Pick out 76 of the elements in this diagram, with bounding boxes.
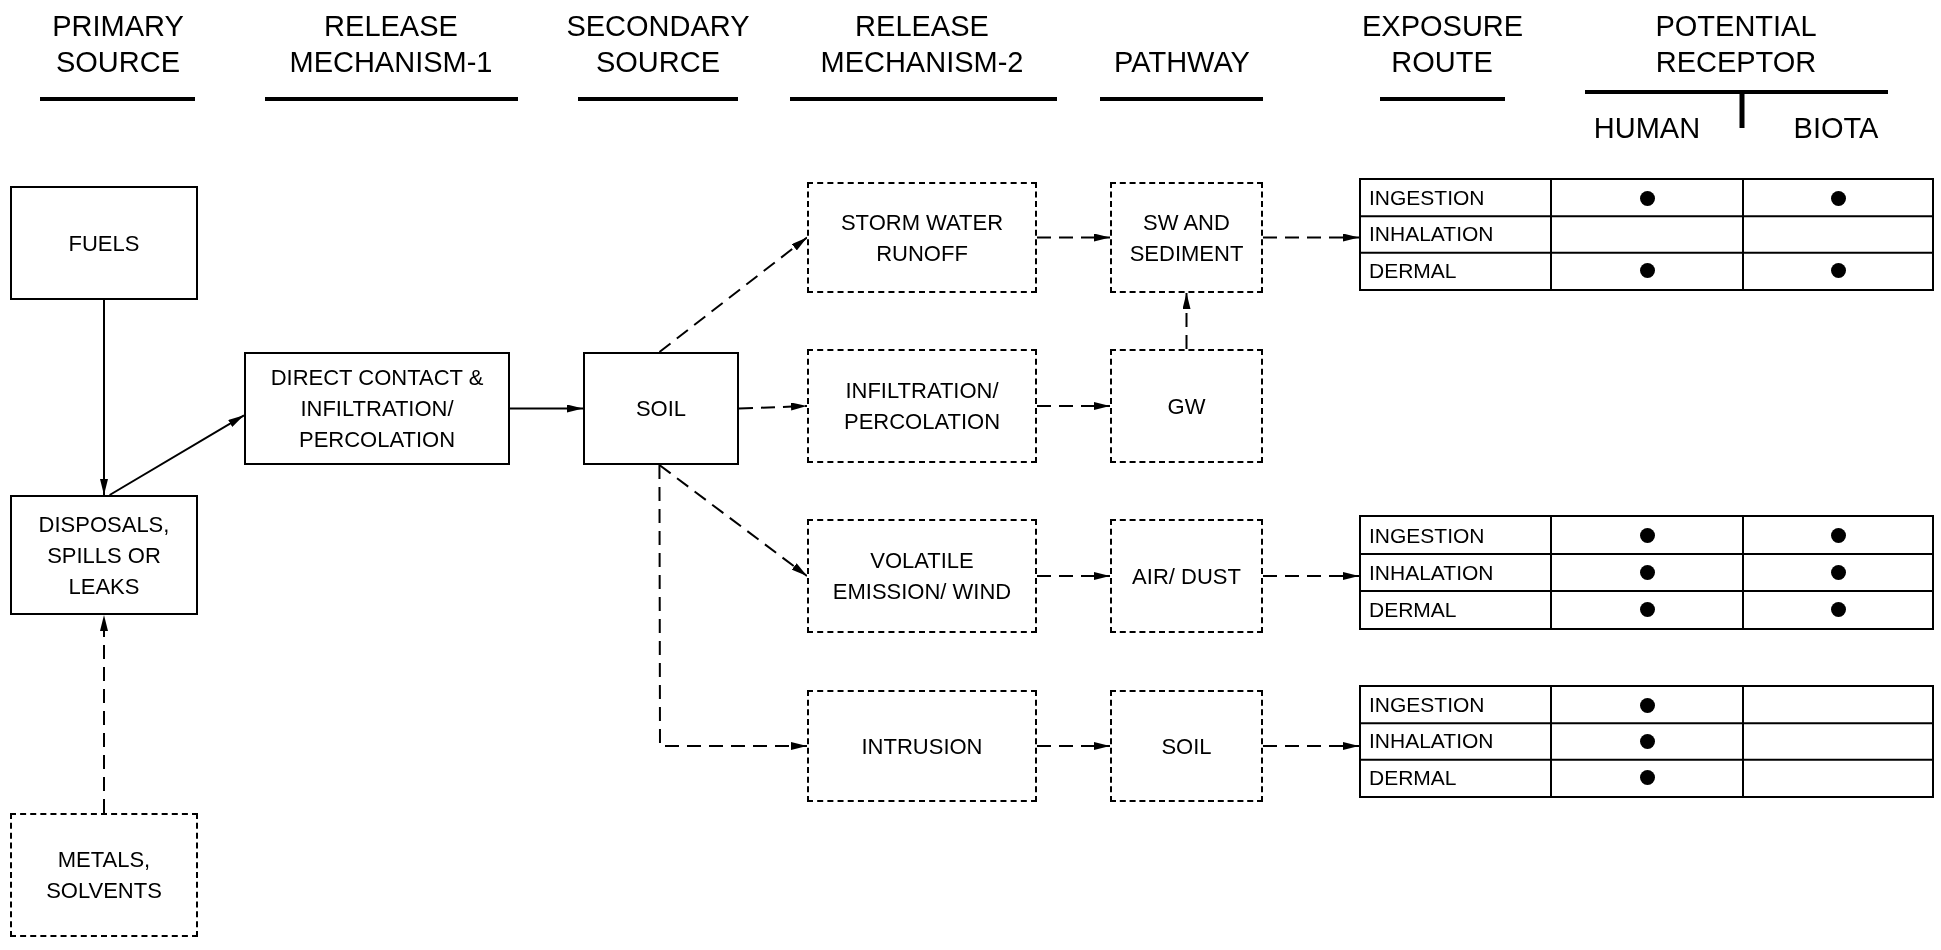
arrow	[738, 402, 808, 411]
bullet-dot	[1830, 602, 1846, 617]
process-box	[807, 349, 1037, 463]
process-box	[1110, 349, 1263, 463]
bullet-dot	[1830, 565, 1846, 580]
box-label: GW	[1167, 392, 1206, 421]
box-label: INTRUSION	[861, 732, 983, 761]
box-label: STORM WATER RUNOFF	[839, 208, 1005, 268]
box-label: INFILTRATION/ PERCOLATION	[842, 377, 1002, 436]
bullet-dot	[1830, 263, 1846, 279]
box-label: METALS, SOLVENTS	[45, 846, 163, 905]
process-box	[807, 182, 1037, 293]
arrow	[509, 404, 584, 413]
process-box	[1110, 519, 1263, 633]
arrow	[1262, 233, 1360, 242]
column-heading: SECONDARY SOURCE	[565, 9, 751, 80]
route-table	[1359, 515, 1934, 630]
process-box	[10, 813, 198, 937]
bullet-dot	[1639, 734, 1655, 749]
box-label: DISPOSALS, SPILLS OR LEAKS	[37, 510, 171, 601]
bullet-dot	[1639, 190, 1655, 206]
arrow	[100, 614, 108, 814]
route-table	[1359, 685, 1934, 798]
process-box	[10, 186, 198, 300]
process-box	[1110, 690, 1263, 802]
arrow	[1036, 233, 1111, 242]
table-cell-text: DERMAL	[1368, 257, 1458, 284]
bullet-dot	[1639, 263, 1655, 279]
arrow	[1182, 292, 1191, 350]
arrow	[658, 236, 808, 353]
box-label: AIR/ DUST	[1132, 562, 1241, 591]
column-heading: PATHWAY	[1113, 45, 1251, 80]
table-cell-text: INHALATION	[1368, 559, 1495, 586]
arrow	[100, 299, 108, 496]
bullet-dot	[1639, 602, 1655, 617]
column-heading: EXPOSURE ROUTE	[1362, 9, 1522, 80]
table-cell-text: INGESTION	[1368, 692, 1486, 719]
arrow	[658, 464, 808, 577]
box-label: VOLATILE EMISSION/ WIND	[831, 547, 1013, 606]
box-label: FUELS	[68, 229, 140, 258]
bullet-dot	[1639, 770, 1655, 786]
table-cell-text: DERMAL	[1368, 764, 1458, 791]
box-label: DIRECT CONTACT & INFILTRATION/ PERCOLATION	[269, 364, 485, 454]
arrow	[658, 464, 808, 750]
process-box	[244, 352, 510, 465]
bullet-dot	[1639, 697, 1655, 713]
box-label: SOIL	[635, 395, 687, 423]
process-box	[10, 495, 198, 615]
arrow	[1036, 402, 1111, 410]
bullet-dot	[1830, 190, 1846, 206]
box-label: SOIL	[1161, 732, 1212, 761]
bullet-dot	[1639, 528, 1655, 543]
process-box	[1110, 182, 1263, 293]
arrow	[1036, 572, 1111, 580]
bullet-dot	[1639, 565, 1655, 580]
column-heading: RELEASE MECHANISM-1	[288, 9, 494, 80]
table-cell-text: INGESTION	[1368, 522, 1486, 549]
arrow	[1262, 742, 1360, 750]
arrow	[1262, 572, 1360, 580]
table-cell-text: DERMAL	[1368, 596, 1458, 623]
route-table	[1359, 178, 1934, 291]
process-box	[807, 690, 1037, 802]
column-heading: POTENTIAL RECEPTOR	[1654, 9, 1818, 80]
column-subheading: HUMAN	[1592, 111, 1702, 146]
process-box	[583, 352, 739, 465]
bullet-dot	[1830, 528, 1846, 543]
column-heading: PRIMARY SOURCE	[51, 9, 185, 80]
table-cell-text: INGESTION	[1368, 185, 1486, 212]
box-label: SW AND SEDIMENT	[1128, 208, 1245, 268]
arrow	[1036, 742, 1111, 750]
table-cell-text: INHALATION	[1368, 221, 1495, 248]
column-heading: RELEASE MECHANISM-2	[819, 9, 1025, 80]
arrow	[108, 414, 245, 496]
process-box	[807, 519, 1037, 633]
table-cell-text: INHALATION	[1368, 728, 1495, 755]
column-subheading: BIOTA	[1792, 111, 1880, 146]
